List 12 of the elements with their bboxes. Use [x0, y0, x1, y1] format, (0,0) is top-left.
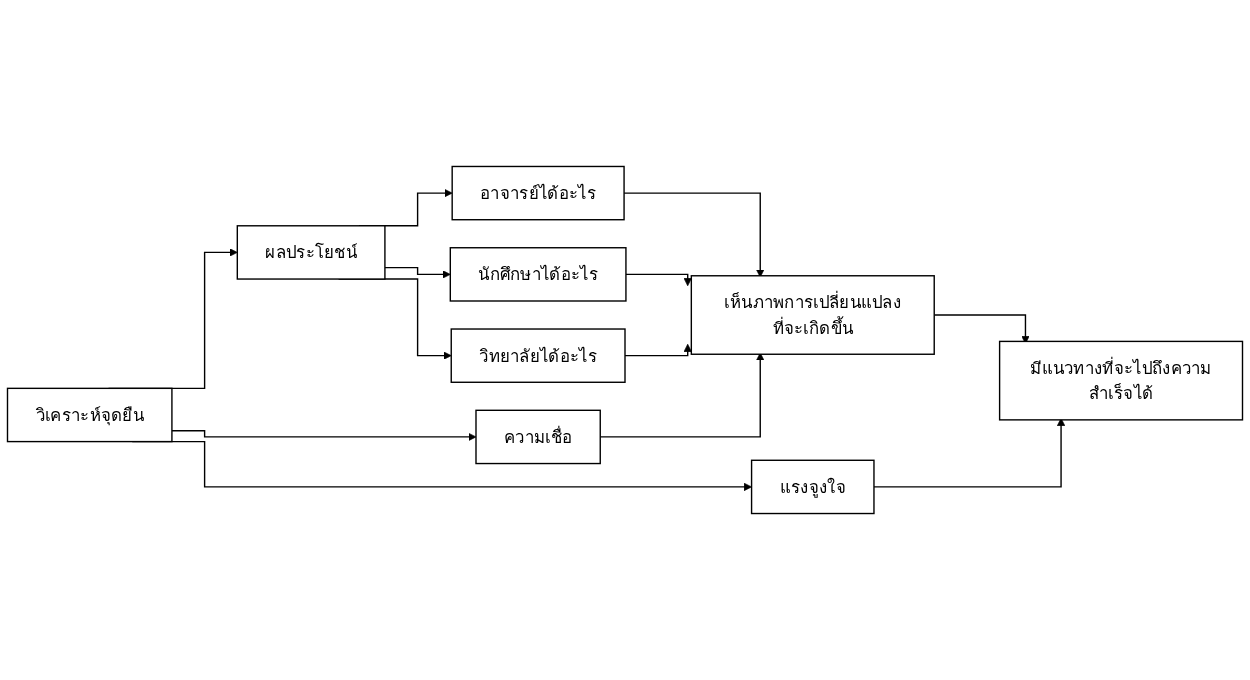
node-box: ผลประโยชน์	[236, 225, 386, 280]
node-box: แรงจูงใจ	[750, 459, 875, 515]
node-box: เห็นภาพการเปลี่ยนแปลงที่จะเกิดขึ้น	[690, 275, 935, 355]
node-box: อาจารย์ได้อะไร	[451, 165, 625, 221]
node-box: ความเชื่อ	[475, 409, 601, 465]
node-box: มีแนวทางที่จะไปถึงความสำเร็จได้	[998, 340, 1244, 421]
node-box: นักศึกษาได้อะไร	[449, 247, 627, 302]
node-box: วิเคราะห์จุดยืน	[6, 387, 173, 443]
node-box: วิทยาลัยได้อะไร	[450, 328, 626, 383]
arrow	[625, 273, 692, 287]
arrow	[384, 266, 451, 279]
arrow	[171, 430, 477, 442]
